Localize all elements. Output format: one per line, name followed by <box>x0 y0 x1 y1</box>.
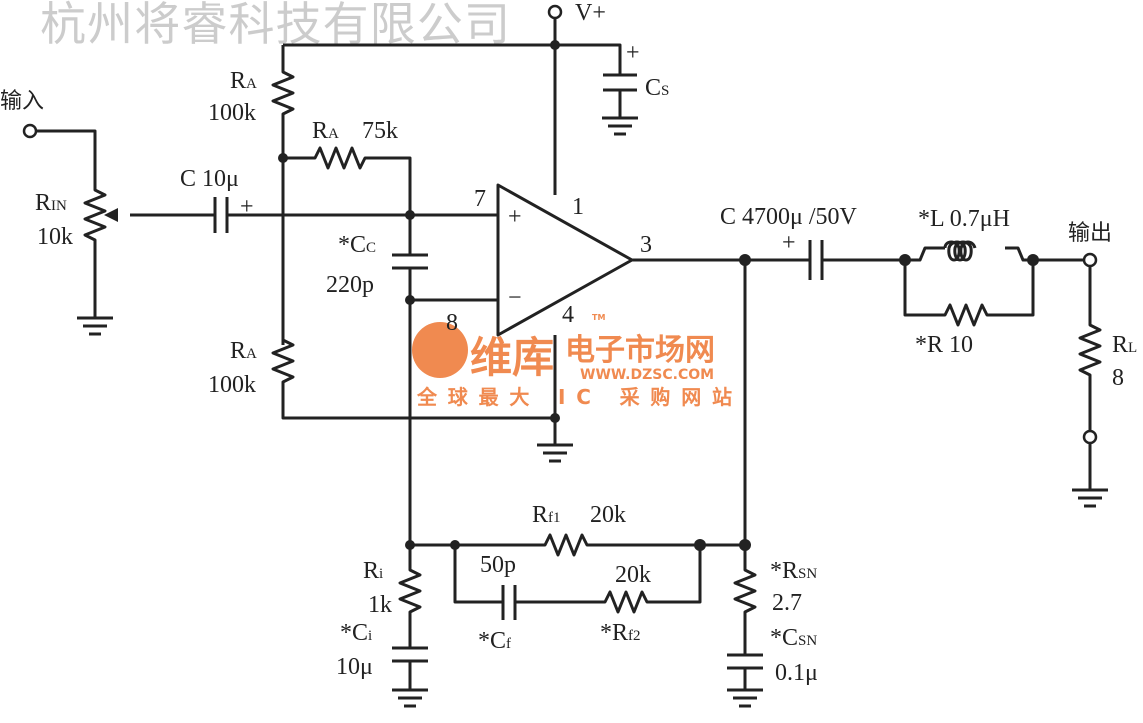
brand2-label: 电子市场网 <box>565 333 715 368</box>
rl-sub-label: L <box>1128 340 1137 356</box>
rf1-sub-label: f1 <box>548 510 561 526</box>
wires <box>22 4 1108 708</box>
brand-label: 维库 <box>470 333 554 382</box>
cin-label: C 10μ <box>180 166 239 192</box>
ri-val-label: 1k <box>368 592 392 618</box>
rf1-val-label: 20k <box>590 502 626 528</box>
rf1-label: R <box>532 502 548 528</box>
vplus-label: V+ <box>575 0 606 26</box>
labels: V+ 输入 输出 RIN 10k RA 100k RA 75k RA 100k … <box>0 0 1137 686</box>
l-label: *L 0.7μH <box>918 206 1010 232</box>
component-label: Rf1 <box>532 502 561 528</box>
cout-label: C 4700μ /50V <box>720 204 858 230</box>
cs-label: C <box>645 75 661 101</box>
rsn-label: *R <box>770 558 798 584</box>
rin-sub-label: IN <box>51 198 67 214</box>
ri-label: R <box>363 558 379 584</box>
ra-top-label: R <box>230 68 246 94</box>
output-label: 输出 <box>1068 221 1112 246</box>
ra-top-label: R <box>230 338 246 364</box>
component-label: RIN <box>35 190 67 216</box>
component-label: *Rf2 <box>600 620 641 646</box>
rl-val-label: 8 <box>1112 365 1124 391</box>
tm-label: TM <box>592 313 605 322</box>
rin-val-label: 10k <box>37 224 73 250</box>
ra-bot-val-label: 100k <box>208 372 256 398</box>
pin3-label: 3 <box>640 232 652 258</box>
url-label: WWW.DZSC.COM <box>580 367 714 383</box>
component-label: *CC <box>338 232 376 258</box>
ra-top-val-label: 100k <box>208 100 256 126</box>
component-label: *CSN <box>770 625 817 651</box>
r10-label: *R 10 <box>915 332 973 358</box>
plus-label: + <box>782 230 796 256</box>
pin1-label: 1 <box>572 194 584 220</box>
pin7-label: 7 <box>474 186 486 212</box>
pin8-label: 8 <box>446 310 458 336</box>
rsn-val-label: 2.7 <box>772 590 802 616</box>
ra-sub-label: A <box>246 76 257 92</box>
rl-label: R <box>1112 332 1128 358</box>
rin-label: R <box>35 190 51 216</box>
plus-label: + <box>508 204 522 230</box>
slogan-label: 全球最大 IC 采购网站 <box>416 385 732 409</box>
component-label: CS <box>645 75 669 101</box>
component-label: RA <box>230 68 257 94</box>
component-label: *Ci <box>340 620 372 646</box>
component-label: Ri <box>363 558 383 584</box>
cf-val-label: 50p <box>480 552 516 578</box>
minus-label: − <box>508 285 522 311</box>
cc-label: *C <box>338 232 366 258</box>
input-label: 输入 <box>0 89 44 114</box>
ra-mid-label: R <box>312 118 328 144</box>
ra-sub-label: A <box>328 126 339 142</box>
csn-label: *C <box>770 625 798 651</box>
rf2-val-label: 20k <box>615 562 651 588</box>
cf-label: *C <box>478 628 506 654</box>
plus-label: + <box>240 194 254 220</box>
watermark-logo-icon <box>412 322 468 378</box>
cc-sub-label: C <box>366 240 376 256</box>
pin4-label: 4 <box>562 302 574 328</box>
cc-val-label: 220p <box>326 272 374 298</box>
ci-val-label: 10μ <box>336 654 373 680</box>
component-label: RA <box>312 118 339 144</box>
company-label: 杭州将睿科技有限公司 <box>40 0 510 51</box>
ra-mid-val-label: 75k <box>362 118 398 144</box>
junction-dots <box>278 40 1039 551</box>
ra-sub-label: A <box>246 346 257 362</box>
ci-sub-label: i <box>368 628 372 644</box>
cs-sub-label: S <box>661 83 669 99</box>
rsn-sub-label: SN <box>798 566 817 582</box>
ci-label: *C <box>340 620 368 646</box>
ri-sub-label: i <box>379 566 383 582</box>
csn-sub-label: SN <box>798 633 817 649</box>
rf2-label: *R <box>600 620 628 646</box>
cf-sub-label: f <box>506 636 511 652</box>
component-label: *Cf <box>478 628 511 654</box>
component-label: RL <box>1112 332 1137 358</box>
rf2-sub-label: f2 <box>628 628 641 644</box>
component-label: *RSN <box>770 558 817 584</box>
csn-val-label: 0.1μ <box>775 660 818 686</box>
component-label: RA <box>230 338 257 364</box>
plus-label: + <box>626 40 640 66</box>
